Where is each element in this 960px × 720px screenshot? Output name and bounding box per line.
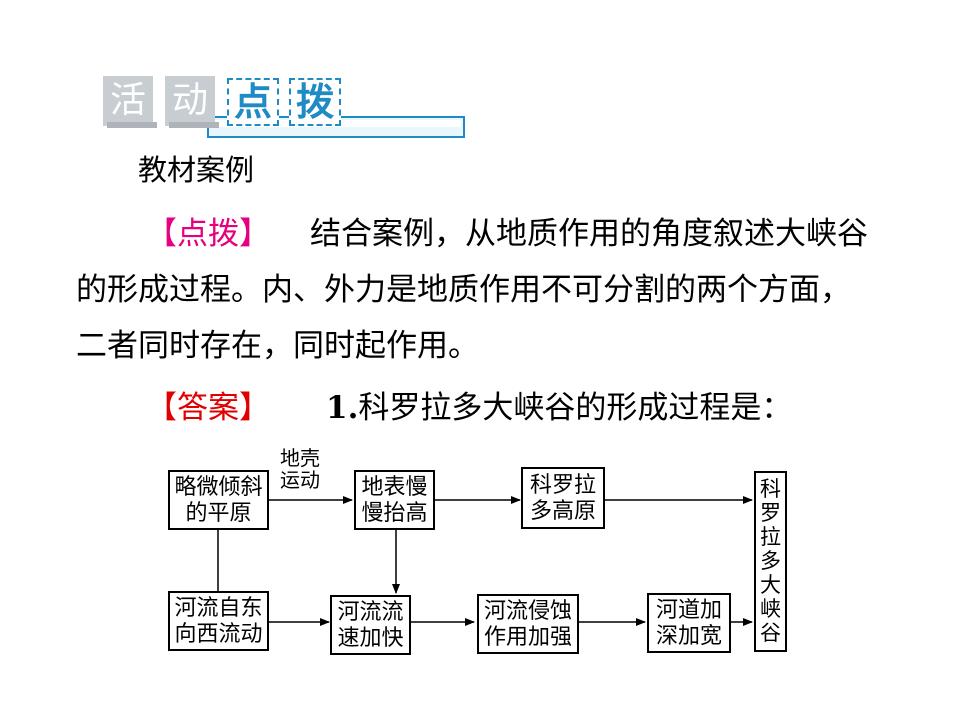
- tip-line-2: 的形成过程。内、外力是地质作用不可分割的两个方面，: [76, 272, 851, 308]
- tip-line-3: 二者同时存在，同时起作用。: [76, 328, 479, 364]
- section-badge: 活 动 点 拨: [103, 76, 465, 146]
- node-channel-deepen-widen: 河道加深加宽: [647, 593, 731, 653]
- answer-number: 1.: [326, 390, 359, 426]
- node-flow-speed-up: 河流流速加快: [330, 595, 411, 655]
- answer-text: 科罗拉多大峡谷的形成过程是：: [358, 390, 793, 426]
- node-colorado-plateau: 科罗拉多高原: [521, 467, 605, 529]
- badge-char-2: 动: [165, 76, 219, 128]
- node-surface-uplift: 地表慢慢抬高: [354, 470, 435, 530]
- answer-label: 【答案】: [146, 390, 270, 426]
- badge-char-4: 拨: [289, 78, 341, 126]
- badge-char-3: 点: [227, 78, 279, 126]
- answer-line: 【答案】 1.科罗拉多大峡谷的形成过程是：: [146, 388, 792, 428]
- node-colorado-canyon: 科 罗 拉 多 大 峡 谷: [754, 471, 787, 652]
- node-gentle-plain: 略微倾斜的平原: [168, 470, 269, 530]
- tip-text-1: 结合案例，从地质作用的角度叙述大峡谷: [310, 216, 868, 252]
- node-erosion-stronger: 河流侵蚀作用加强: [477, 594, 579, 654]
- badge-char-1: 活: [103, 76, 157, 128]
- tip-label: 【点拨】: [146, 216, 270, 252]
- node-river-east-to-west: 河流自东向西流动: [168, 591, 269, 651]
- tip-line-1: 【点拨】 结合案例，从地质作用的角度叙述大峡谷: [146, 214, 868, 254]
- edge-label-crust-movement: 地壳 运动: [280, 446, 320, 492]
- section-title: 教材案例: [138, 153, 255, 187]
